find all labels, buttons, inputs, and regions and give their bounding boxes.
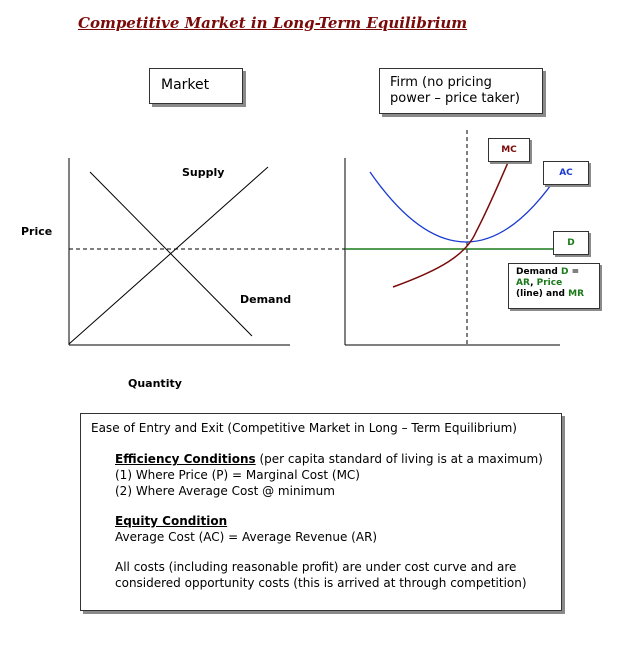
ac-label: AC bbox=[543, 161, 589, 185]
efficiency-conditions: Efficiency Conditions (per capita standa… bbox=[115, 452, 543, 467]
demand-label: Demand bbox=[240, 293, 292, 306]
costs-line-2: considered opportunity costs (this is ar… bbox=[115, 576, 527, 590]
firm-box-line-1: Firm (no pricing bbox=[390, 75, 492, 90]
market-box: Market bbox=[149, 68, 243, 104]
supply-line bbox=[68, 166, 269, 345]
mc-curve bbox=[392, 157, 511, 288]
d-label: D bbox=[553, 231, 589, 255]
quantity-axis-label: Quantity bbox=[128, 377, 182, 390]
demand-note-ar: AR bbox=[516, 278, 531, 288]
market-box-label: Market bbox=[161, 77, 210, 93]
firm-box-line-2: power – price taker) bbox=[390, 91, 520, 106]
efficiency-rest: (per capita standard of living is at a m… bbox=[255, 452, 543, 466]
price-axis-label: Price bbox=[21, 225, 53, 238]
demand-note-d: D bbox=[561, 267, 569, 277]
demand-note-price: Price bbox=[536, 278, 563, 288]
equity-title: Equity Condition bbox=[115, 514, 228, 528]
demand-line bbox=[89, 171, 253, 337]
condition-1: (1) Where Price (P) = Marginal Cost (MC) bbox=[115, 468, 360, 482]
page-title: Competitive Market in Long-Term Equilibr… bbox=[78, 14, 468, 32]
demand-note-mr: MR bbox=[568, 289, 584, 299]
mc-label: MC bbox=[488, 138, 530, 162]
efficiency-title: Efficiency Conditions bbox=[115, 452, 256, 466]
info-box: Ease of Entry and Exit (Competitive Mark… bbox=[80, 413, 562, 611]
ac-curve bbox=[369, 171, 561, 243]
supply-label: Supply bbox=[182, 166, 225, 179]
condition-2: (2) Where Average Cost @ minimum bbox=[115, 484, 335, 498]
demand-note-line: (line) and bbox=[516, 289, 569, 299]
equity-text: Average Cost (AC) = Average Revenue (AR) bbox=[115, 530, 378, 544]
demand-note-comma: , bbox=[530, 278, 537, 288]
firm-box-label: Firm (no pricing power – price taker) bbox=[390, 75, 520, 107]
demand-note: Demand D = AR, Price(line) and MR bbox=[508, 263, 600, 309]
costs-line-1: All costs (including reasonable profit) … bbox=[115, 560, 517, 574]
demand-note-equals: = bbox=[568, 267, 580, 277]
demand-note-text: Demand bbox=[516, 267, 562, 277]
firm-box: Firm (no pricing power – price taker) bbox=[379, 68, 543, 114]
info-heading: Ease of Entry and Exit (Competitive Mark… bbox=[91, 421, 517, 435]
